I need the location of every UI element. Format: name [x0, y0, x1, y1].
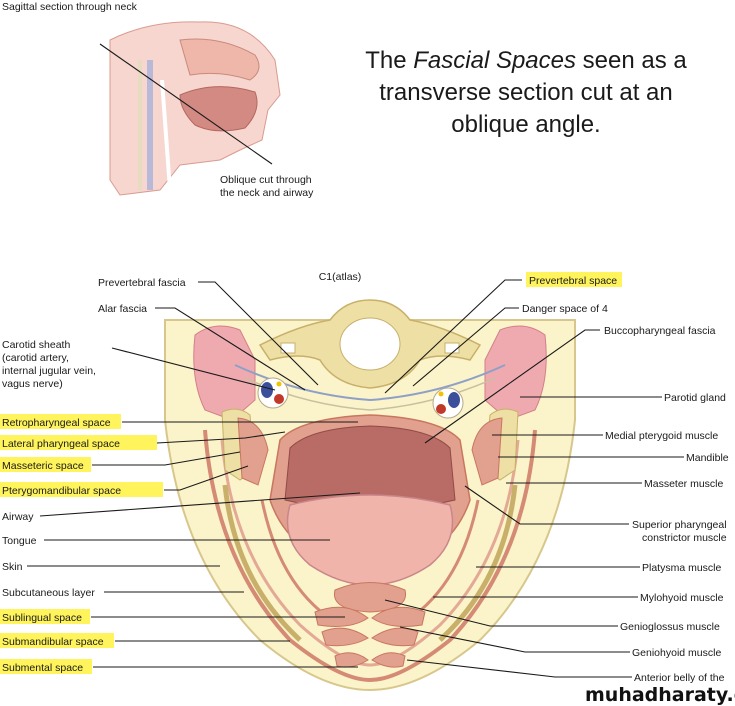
label-sublingual-space: Sublingual space: [2, 612, 82, 624]
label-medial-pterygoid-muscle: Medial pterygoid muscle: [605, 430, 718, 442]
label-carotid-sheath-line2: (carotid artery,: [2, 352, 69, 364]
label-superior-pharyngeal: Superior pharyngeal: [632, 519, 727, 531]
highlight-pterygomandibular-space: [0, 482, 163, 497]
highlight-masseteric-space: [0, 457, 91, 472]
highlight-submandibular-space: [0, 633, 114, 648]
label-geniohyoid-muscle: Geniohyoid muscle: [632, 647, 721, 659]
highlight-sublingual-space: [0, 609, 90, 624]
oblique-cut-label-line1: Oblique cut through: [220, 174, 312, 186]
label-danger-space: Danger space of 4: [522, 303, 608, 315]
carotid-sheath-left: [257, 377, 289, 409]
watermark: muhadharaty.com: [585, 684, 735, 706]
label-alar-fascia: Alar fascia: [98, 303, 147, 315]
title-line1-italic: Fascial Spaces: [413, 47, 576, 74]
transverse-section-illustration: [164, 299, 576, 692]
label-genioglossus-muscle: Genioglossus muscle: [620, 621, 720, 633]
inset-caption: Sagittal section through neck: [2, 1, 138, 13]
label-submental-space: Submental space: [2, 662, 83, 674]
label-mandible: Mandible: [686, 452, 729, 464]
label-lateral-pharyngeal-space: Lateral pharyngeal space: [2, 438, 120, 450]
label-tongue: Tongue: [2, 535, 37, 547]
highlight-boxes: [0, 272, 622, 674]
leader-lines: [27, 279, 684, 678]
title-line2: transverse section cut at an: [379, 79, 672, 106]
label-retropharyngeal-space: Retropharyngeal space: [2, 417, 111, 429]
label-buccopharyngeal-fascia: Buccopharyngeal fascia: [604, 325, 716, 337]
highlight-prevertebral-space: [526, 272, 622, 287]
label-mylohyoid-muscle: Mylohyoid muscle: [640, 592, 724, 604]
title-line1-pre: The: [365, 47, 413, 74]
label-pterygomandibular-space: Pterygomandibular space: [2, 485, 121, 497]
title-line3: oblique angle.: [451, 111, 600, 138]
label-airway: Airway: [2, 511, 34, 523]
highlight-submental-space: [0, 659, 92, 674]
label-anterior-belly-digastric: Anterior belly of the: [634, 672, 725, 684]
label-masseteric-space: Masseteric space: [2, 460, 84, 472]
label-constrictor-muscle: constrictor muscle: [642, 532, 727, 544]
label-prevertebral-fascia: Prevertebral fascia: [98, 277, 186, 289]
label-carotid-sheath-line3: internal jugular vein,: [2, 365, 96, 377]
label-prevertebral-space: Prevertebral space: [529, 275, 617, 287]
oblique-cut-label-line2: the neck and airway: [220, 187, 314, 199]
label-masseter-muscle: Masseter muscle: [644, 478, 724, 490]
label-subcutaneous-layer: Subcutaneous layer: [2, 587, 95, 599]
sagittal-inset-illustration: [99, 21, 281, 196]
highlight-retropharyngeal-space: [0, 414, 121, 429]
highlight-lateral-pharyngeal-space: [0, 435, 157, 450]
label-carotid-sheath: Carotid sheath: [2, 339, 70, 351]
label-skin: Skin: [2, 561, 23, 573]
label-submandibular-space: Submandibular space: [2, 636, 104, 648]
title-line1-post: seen as a: [576, 47, 687, 74]
carotid-sheath-right: [432, 387, 464, 419]
label-parotid-gland: Parotid gland: [664, 392, 726, 404]
title-line1: The Fascial Spaces seen as a: [365, 47, 687, 74]
label-platysma-muscle: Platysma muscle: [642, 562, 722, 574]
label-carotid-sheath-line4: vagus nerve): [2, 378, 63, 390]
label-c1-atlas: C1(atlas): [319, 271, 362, 283]
